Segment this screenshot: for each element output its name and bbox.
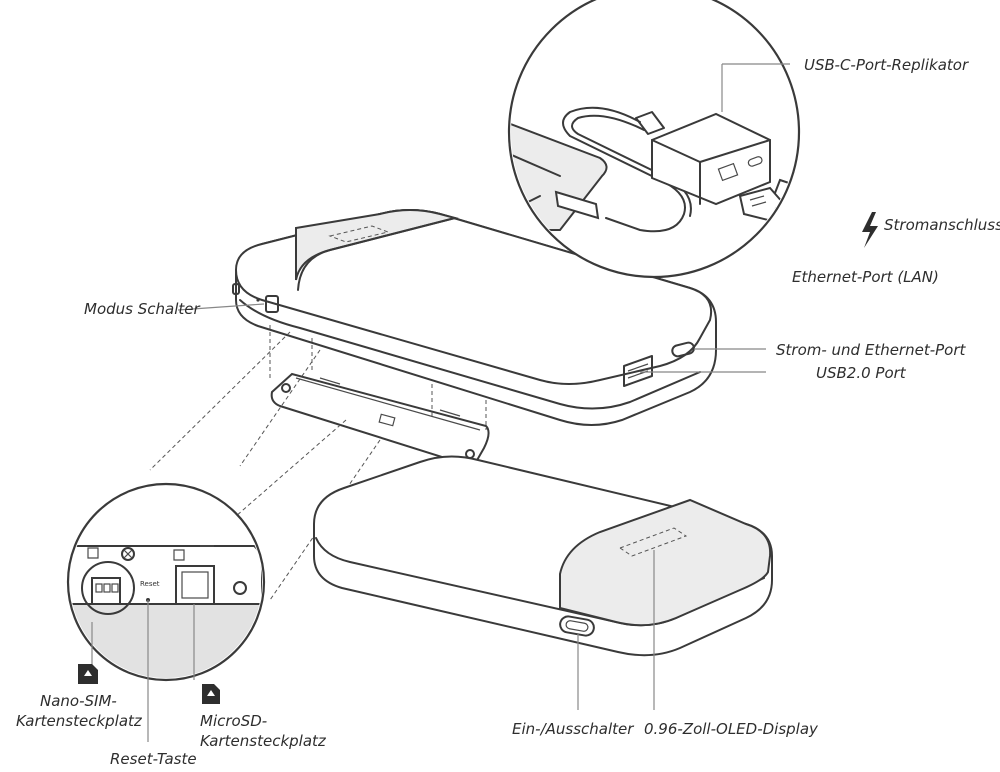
sim-card-icon	[78, 664, 98, 684]
bottom-device	[313, 455, 773, 657]
reset-small-label: Reset	[140, 580, 160, 588]
usb-c-replicator-label: USB-C-Port-Replikator	[804, 56, 969, 74]
oled-display-label: 0.96-Zoll-OLED-Display	[644, 720, 819, 738]
power-switch-label: Ein-/Ausschalter	[512, 720, 634, 738]
power-switch-icon	[559, 615, 595, 637]
reset-button-label: Reset-Taste	[110, 750, 197, 768]
nano-sim-label-line2: Kartensteckplatz	[16, 712, 143, 730]
nano-sim-label-line1: Nano-SIM-	[40, 692, 117, 710]
mode-switch-icon	[265, 295, 279, 313]
lightning-bolt-icon	[862, 212, 878, 248]
leader-lines	[91, 63, 790, 742]
mode-switch-label: Modus Schalter	[84, 300, 200, 318]
power-connection-label: Stromanschluss	[884, 216, 1000, 234]
power-ethernet-port-label: Strom- und Ethernet-Port	[776, 341, 967, 359]
magnifier-slots: Reset	[66, 482, 266, 682]
usb2-port-label: USB2.0 Port	[816, 364, 907, 382]
magnifier-replicator	[507, 0, 801, 279]
microsd-label-line2: Kartensteckplatz	[200, 732, 327, 750]
usb-c-port-icon	[671, 341, 695, 358]
sd-card-icon	[202, 684, 220, 704]
microsd-label-line1: MicroSD-	[200, 712, 267, 730]
cover-plate	[270, 372, 490, 466]
ethernet-port-label: Ethernet-Port (LAN)	[792, 268, 939, 286]
